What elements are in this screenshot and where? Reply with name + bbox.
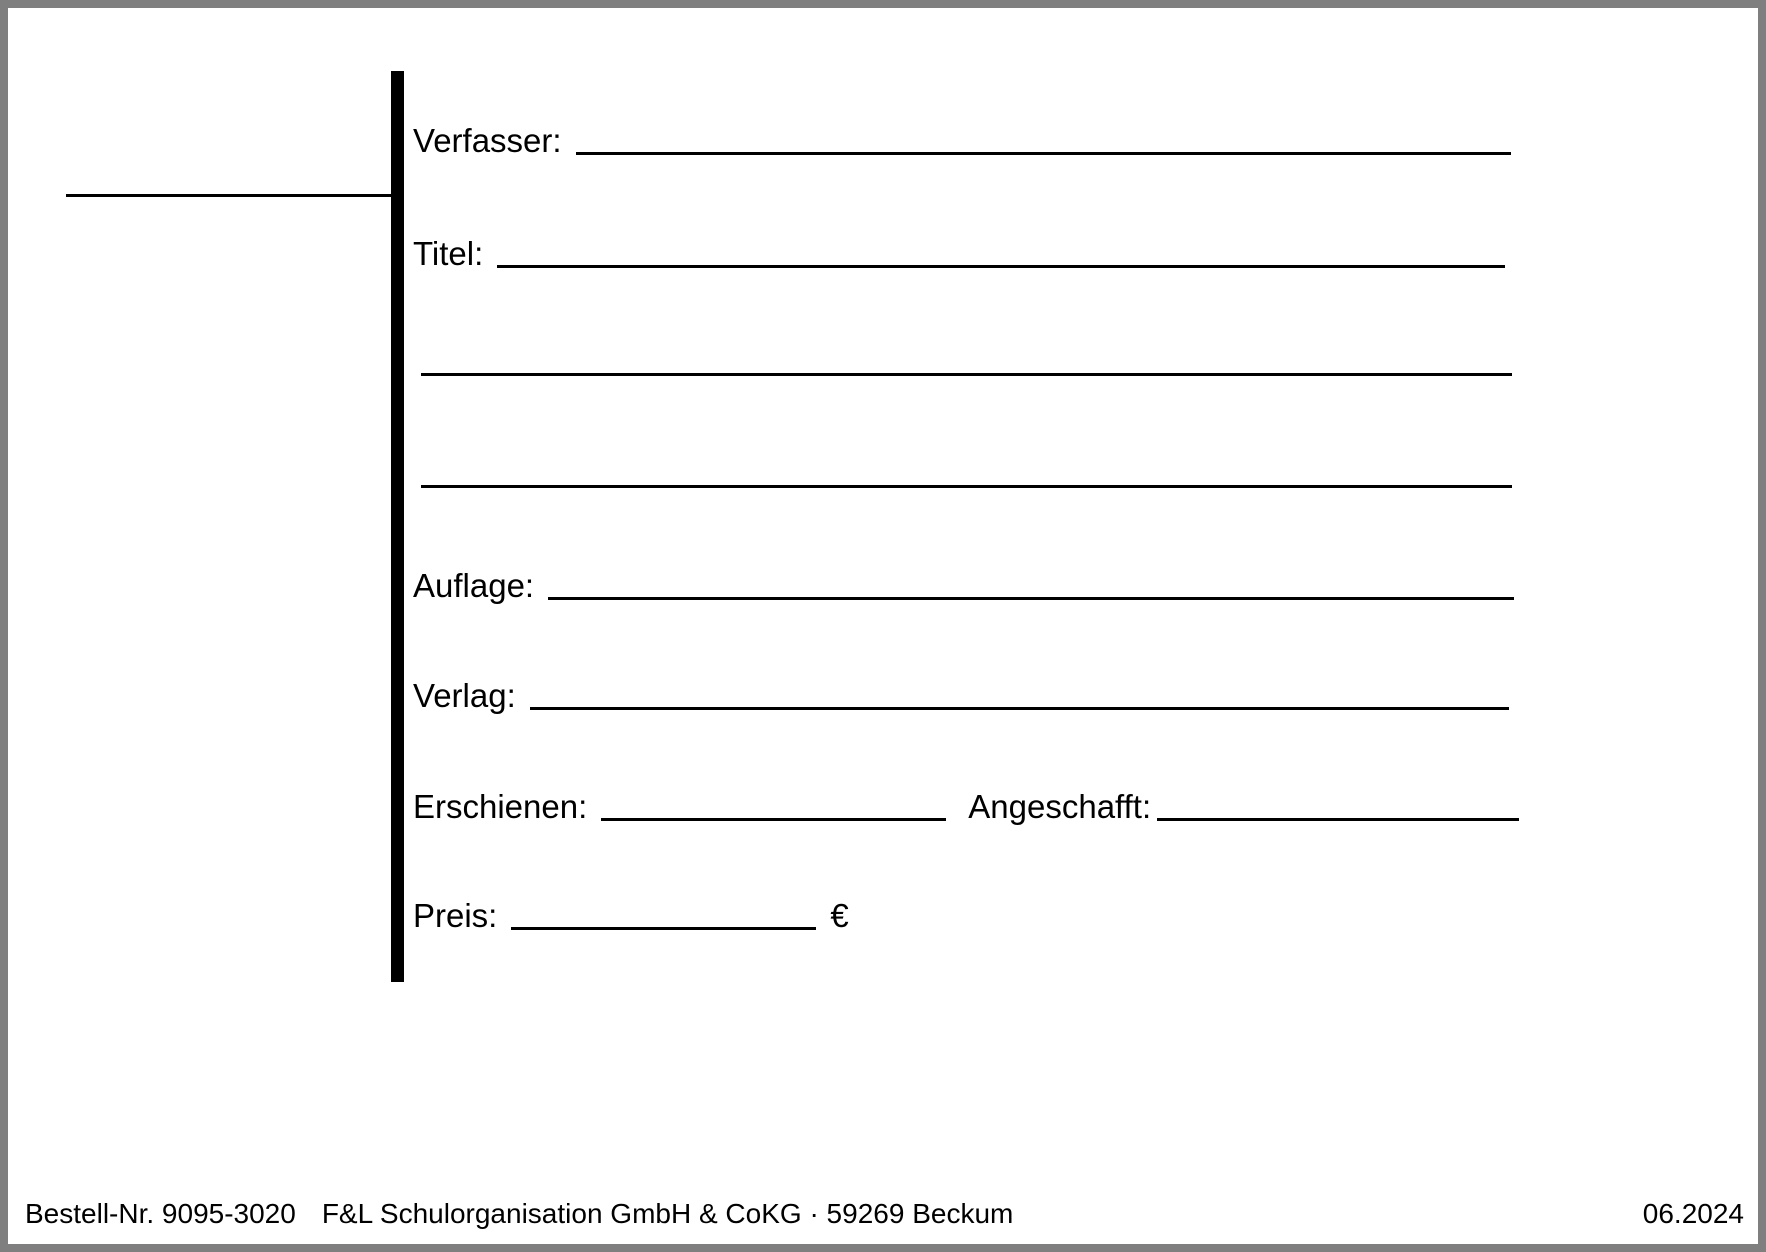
field-row-verlag: Verlag:	[413, 679, 1509, 712]
field-label-erschienen: Erschienen:	[413, 788, 588, 825]
field-write-line-erschienen[interactable]	[601, 818, 947, 821]
footer-order-number: Bestell-Nr. 9095-3020	[25, 1198, 296, 1229]
footer-date: 06.2024	[1642, 1198, 1744, 1229]
field-label-verlag: Verlag:	[413, 677, 516, 714]
field-row-verfasser: Verfasser:	[413, 124, 1511, 157]
field-row-erschienen-angeschafft: Erschienen: Angeschafft:	[413, 788, 1520, 825]
field-row-auflage: Auflage:	[413, 567, 1515, 604]
field-write-line-titel-3[interactable]	[421, 485, 1512, 488]
field-label-verfasser: Verfasser:	[413, 122, 562, 159]
field-row-preis: Preis: €	[413, 899, 849, 932]
spine-write-line	[66, 194, 398, 197]
page-footer: Bestell-Nr. 9095-3020 F&L Schulorganisat…	[8, 1184, 1758, 1244]
field-label-angeschafft: Angeschafft:	[968, 788, 1152, 825]
field-write-line-verfasser[interactable]	[575, 152, 1511, 155]
footer-left-group: Bestell-Nr. 9095-3020 F&L Schulorganisat…	[25, 1198, 1013, 1230]
footer-company: F&L Schulorganisation GmbH & CoKG · 5926…	[321, 1198, 1014, 1229]
field-write-line-preis[interactable]	[511, 927, 817, 930]
field-label-auflage: Auflage:	[413, 567, 535, 604]
field-write-line-titel[interactable]	[497, 265, 1506, 268]
field-row-titel: Titel:	[413, 235, 1506, 272]
document-page: Verfasser: Titel: Auflage: Verlag:	[8, 8, 1758, 1244]
field-write-line-titel-2[interactable]	[421, 373, 1512, 376]
currency-symbol-euro: €	[830, 897, 849, 934]
form-area: Verfasser: Titel: Auflage: Verlag:	[8, 8, 1758, 1244]
vertical-divider-rule	[391, 71, 404, 982]
field-write-line-auflage[interactable]	[548, 597, 1515, 600]
field-write-line-angeschafft[interactable]	[1157, 818, 1520, 821]
field-label-preis: Preis:	[413, 897, 498, 934]
field-write-line-verlag[interactable]	[529, 707, 1509, 710]
field-label-titel: Titel:	[413, 235, 484, 272]
